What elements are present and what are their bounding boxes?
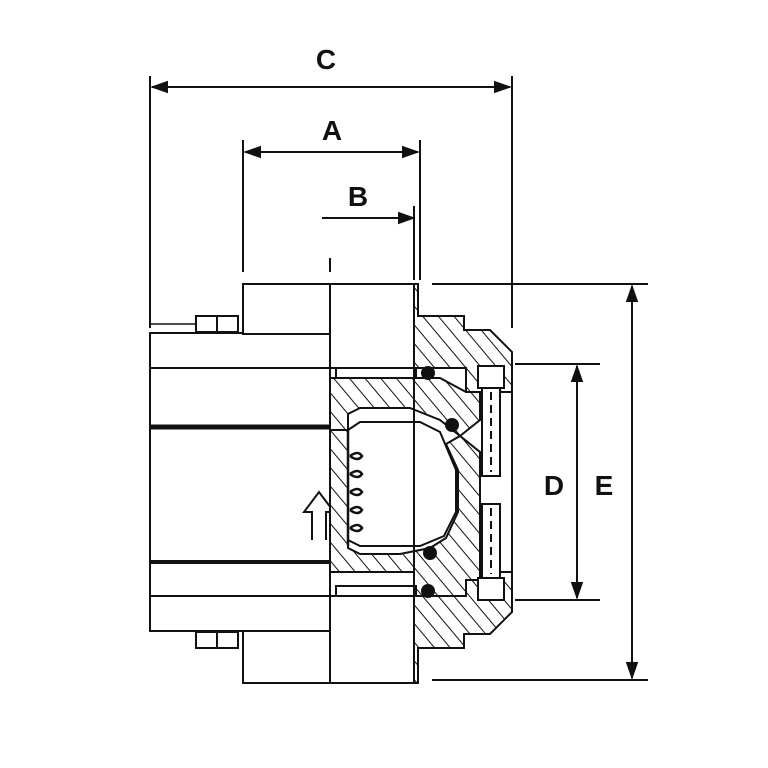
bolt-head-icon bbox=[150, 315, 239, 333]
screw-head-icon bbox=[477, 365, 505, 389]
spring-icon bbox=[346, 430, 364, 546]
o-ring-icon bbox=[445, 418, 459, 432]
label-a: A bbox=[322, 115, 342, 146]
o-ring-icon bbox=[423, 546, 437, 560]
bolt-head-icon bbox=[195, 631, 239, 649]
dimension-d bbox=[515, 363, 600, 601]
center-column-bottom bbox=[329, 595, 415, 684]
o-ring-seals bbox=[421, 366, 459, 598]
retainer-strip bbox=[335, 367, 417, 379]
left-body bbox=[149, 332, 336, 632]
label-e: E bbox=[595, 470, 614, 501]
bottom-flange bbox=[195, 630, 463, 684]
right-outline bbox=[413, 284, 513, 683]
ball-cavity bbox=[347, 421, 457, 547]
top-flange-plate bbox=[242, 283, 332, 335]
o-ring-icon bbox=[421, 366, 435, 380]
retainer-strip bbox=[335, 585, 417, 597]
dimension-a bbox=[242, 140, 421, 280]
dimension-b bbox=[322, 206, 416, 280]
center-body bbox=[329, 283, 415, 684]
cap-screw-upper bbox=[477, 365, 505, 477]
center-column-top bbox=[329, 283, 415, 369]
bottom-flange-plate bbox=[242, 630, 332, 684]
cap-screw-lower bbox=[477, 503, 505, 601]
label-d: D bbox=[544, 470, 564, 501]
screw-head-icon bbox=[477, 577, 505, 601]
o-ring-icon bbox=[421, 584, 435, 598]
dimension-e bbox=[432, 283, 648, 681]
dimension-c bbox=[149, 76, 513, 328]
label-b: B bbox=[348, 181, 368, 212]
flow-arrow-icon bbox=[302, 490, 336, 540]
label-c: C bbox=[316, 44, 336, 75]
left-body-outline bbox=[149, 332, 331, 632]
